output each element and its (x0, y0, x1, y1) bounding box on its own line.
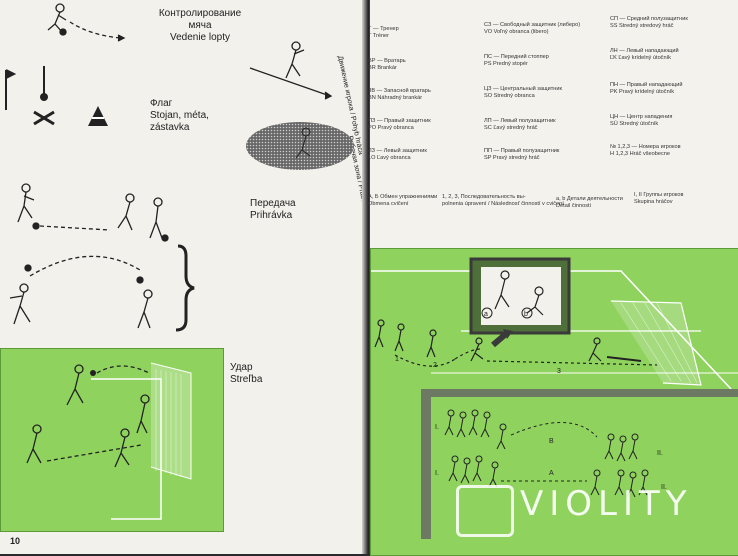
inset-label-a: a (484, 311, 488, 318)
pass-caption: Передача Prihrávka (250, 198, 340, 222)
cone-icon (88, 106, 108, 126)
shot-caption-cz: Streľba (230, 374, 263, 385)
dribble-caption: Контролирование мяча Vedenie lopty (150, 8, 250, 44)
shot-caption: Удар Streľba (230, 362, 290, 386)
drill-field-drawing: a b 1 2 3 (371, 257, 738, 539)
pass-figures (17, 183, 169, 242)
drill-field-diagram: a b 1 2 3 (370, 248, 738, 556)
group-label-2-bottom: II. (661, 484, 667, 491)
exercise-label-b: B (549, 438, 554, 445)
bracket-icon (175, 244, 195, 332)
legend-item: СЗ — Свободный защитник (либеро)VO Voľný… (484, 22, 581, 35)
flag-caption-ru: Флаг (150, 98, 173, 109)
group-label-1-bottom: I. (435, 470, 439, 477)
step-label-2: 2 (433, 362, 437, 369)
runner-arrow-figure (249, 41, 333, 100)
flag-caption-cz: Stojan, méta, zástavka (150, 110, 209, 133)
pass-caption-ru: Передача (250, 198, 296, 209)
page-number: 10 (10, 536, 21, 546)
lob-pass-figures (9, 255, 153, 329)
exercise-label-a: A (549, 470, 554, 477)
left-page-illustrations (5, 3, 354, 332)
shot-field-drawing (26, 362, 192, 520)
note-item: 1, 2, 3, Последовательность вы-polnenia … (442, 194, 564, 207)
watermark-logo-icon (456, 485, 514, 537)
left-page: Контролирование мяча Vedenie lopty Флаг … (0, 0, 375, 554)
flag-caption: Флаг Stojan, méta, zástavka (150, 98, 250, 134)
shot-field-diagram (0, 348, 224, 532)
dribble-figure (47, 3, 126, 42)
flag-post-icon (5, 66, 48, 110)
cross-marker-icon (33, 110, 55, 126)
group-label-2-top: II. (657, 450, 663, 457)
watermark-text: VIOLITY (520, 484, 693, 524)
shot-caption-ru: Удар (230, 362, 253, 373)
step-label-1: 1 (395, 356, 399, 363)
work-zone-ellipse (246, 122, 354, 170)
group-label-1-top: I. (435, 424, 439, 431)
dribble-caption-ru: Контролирование мяча (158, 8, 242, 31)
dribble-caption-cz: Vedenie lopty (169, 32, 231, 43)
inset-label-b: b (524, 311, 528, 318)
pass-caption-cz: Prihrávka (250, 210, 293, 221)
step-label-3: 3 (557, 368, 561, 375)
